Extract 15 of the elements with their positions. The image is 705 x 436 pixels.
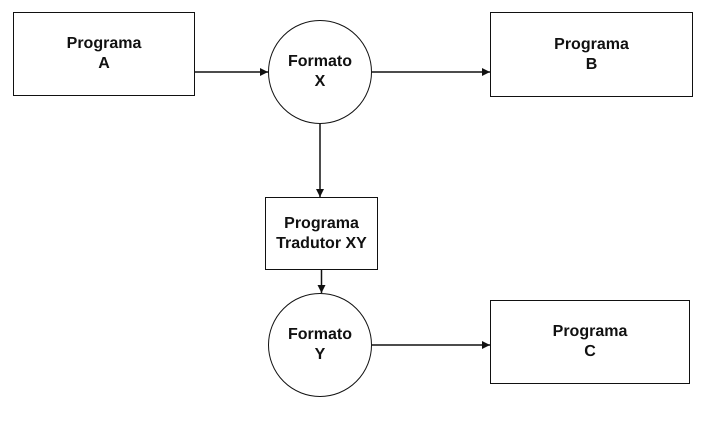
node-label: Programa Tradutor XY xyxy=(275,214,368,254)
node-label: Formato Y xyxy=(287,325,353,365)
arrow xyxy=(372,68,490,76)
arrow xyxy=(372,341,490,349)
node-label: Formato X xyxy=(287,52,353,92)
program-box xyxy=(265,197,378,270)
node-label: Programa C xyxy=(552,322,628,362)
program-box xyxy=(13,12,195,96)
program-box xyxy=(490,12,693,97)
program-box xyxy=(490,300,690,384)
node-label: Programa B xyxy=(553,34,630,74)
arrow xyxy=(318,270,326,293)
node-label: Programa A xyxy=(66,34,142,74)
arrow xyxy=(195,68,268,76)
arrow xyxy=(316,124,324,197)
